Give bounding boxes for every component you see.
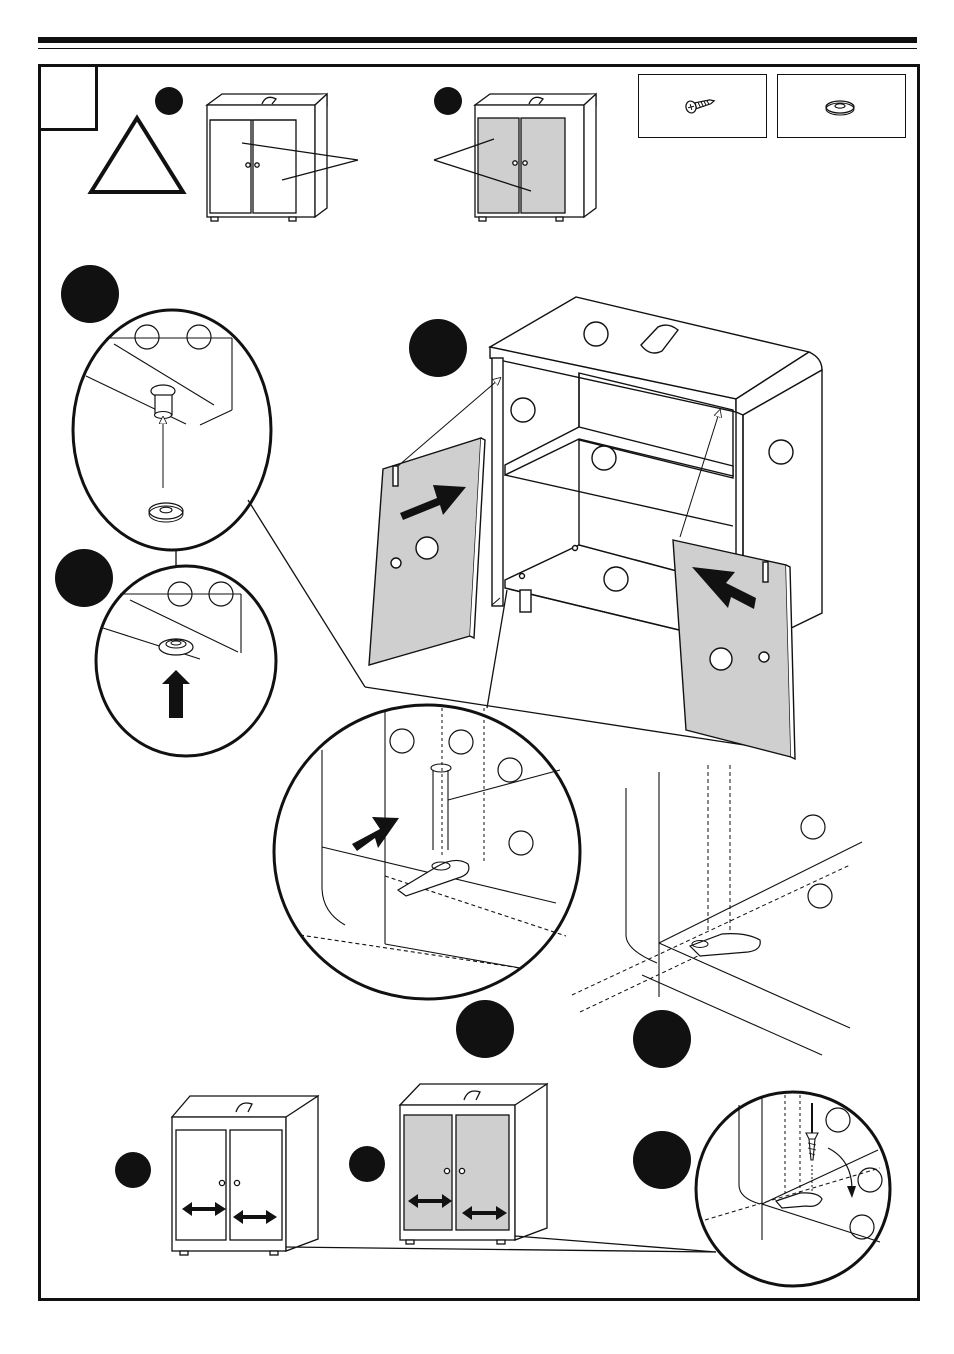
- instruction-frame: [38, 64, 920, 1301]
- insert-push-arrow-icon: [352, 817, 399, 851]
- cabinet-grey-final: [398, 1082, 549, 1245]
- callout-step-f: [633, 1131, 691, 1189]
- push-up-arrow-icon: [162, 670, 190, 718]
- detail-screw-fix-zoom: [694, 1090, 892, 1288]
- callout-step-a: [61, 265, 119, 323]
- washer-icon: [825, 100, 855, 116]
- adjust-arrows-grey-icon: [408, 1194, 507, 1220]
- callout-variant-white: [155, 87, 183, 115]
- door-left-grey: [368, 437, 486, 666]
- callout-variant-white-bottom: [115, 1152, 151, 1188]
- header-rule-thin: [38, 48, 917, 49]
- callout-step-b: [409, 319, 467, 377]
- callout-step-e: [633, 1010, 691, 1068]
- cabinet-white-final: [170, 1094, 320, 1256]
- adjust-arrows-white-icon: [182, 1202, 277, 1224]
- screw-icon: [685, 99, 716, 114]
- header-rule-thick: [38, 37, 917, 43]
- callout-variant-grey-bottom: [349, 1146, 385, 1182]
- callout-variant-grey: [434, 87, 462, 115]
- door-right-grey: [672, 539, 796, 761]
- detail-hinge-position-view: [571, 765, 863, 1056]
- callout-step-d: [456, 1000, 514, 1058]
- door-push-arrow-right-icon: [692, 567, 756, 609]
- detail-hinge-mount-zoom: [272, 703, 582, 1001]
- part-box-screw: [638, 74, 767, 138]
- rotate-arrow-icon: [847, 1186, 856, 1198]
- cabinet-grey-thumbnail: [473, 92, 597, 222]
- callout-step-c: [55, 549, 113, 607]
- detail-hinge-insert-zoom: [71, 308, 273, 552]
- step-number-box: [38, 64, 98, 131]
- door-push-arrow-left-icon: [400, 485, 466, 520]
- part-box-washer: [777, 74, 906, 138]
- cabinet-white-thumbnail: [205, 92, 328, 222]
- detail-insert-push-zoom: [94, 564, 278, 758]
- warning-triangle-icon: [87, 114, 187, 194]
